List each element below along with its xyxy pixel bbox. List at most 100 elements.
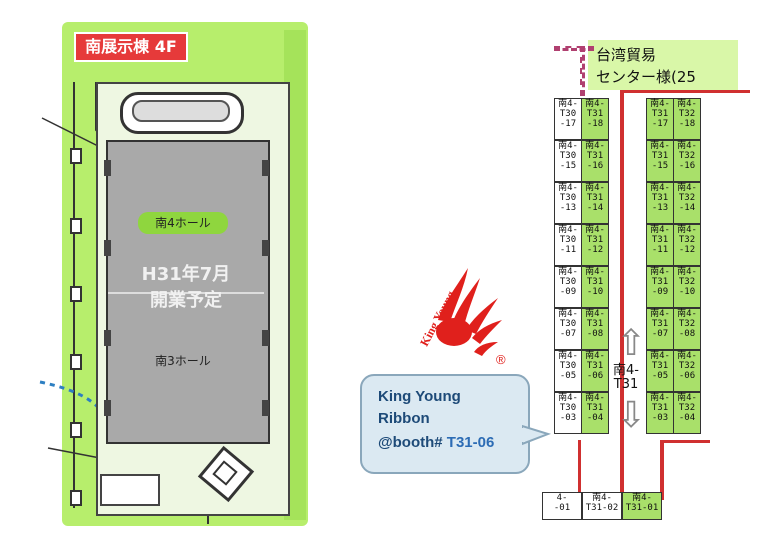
booth-label-line: -05 [651,371,669,381]
lower-room [100,474,160,506]
booth-label-line: 南4- [558,225,578,235]
booth-label-line: 4- [556,493,568,503]
window [70,422,82,438]
booth-label-line: T32 [678,403,696,413]
pillar [262,330,269,346]
booth-cell: 南4-T31-12 [581,224,609,266]
arrow-up-icon: ⇧ [616,323,647,364]
booth-label-line: -12 [678,245,696,255]
booth-label-line: T31 [651,319,669,329]
booth-label-line: 南4- [558,267,578,277]
booth-label-line: T30 [559,277,577,287]
booth-label-line: -11 [651,245,669,255]
booth-label-line: T31 [651,403,669,413]
booth-label-line: T31 [586,319,604,329]
booth-cell: 南4-T31-11 [646,224,674,266]
booth-cell: 南4-T32-04 [673,392,701,434]
booth-label-line: -16 [586,161,604,171]
booth-label-line: 南4- [558,309,578,319]
booth-cell: 南4-T31-09 [646,266,674,308]
booth-cell: 南4-T31-18 [581,98,609,140]
booth-label-line: -15 [559,161,577,171]
booth-label-line: 南4- [585,183,605,193]
booth-label-line: 南4- [585,225,605,235]
title-highlight [588,40,738,90]
booth-cell: 南4-T32-18 [673,98,701,140]
booth-label-line: T31-02 [585,503,619,513]
pillar [262,160,269,176]
pillar [262,400,269,416]
booth-cell: 南4-T31-05 [646,350,674,392]
booth-cell: 南4-T32-06 [673,350,701,392]
booth-label-line: -01 [553,503,571,513]
booth-cell: 南4-T32-12 [673,224,701,266]
booth-label-line: 南4- [677,225,697,235]
booth-label-line: -11 [559,245,577,255]
booth-label-line: T30 [559,193,577,203]
booth-label-line: -08 [678,329,696,339]
booth-label-line: 南4- [650,225,670,235]
booth-label-line: -15 [651,161,669,171]
booth-label-line: 南4- [677,99,697,109]
booth-label-line: T31 [651,361,669,371]
booth-label-line: -03 [651,413,669,423]
booth-cell: 南4-T30-03 [554,392,582,434]
hall-3-label: 南3ホール [155,354,211,368]
booth-cell: 4--01 [542,492,582,520]
booth-label-line: -10 [678,287,696,297]
floor-map: 南展示棟 4F 南4ホール H31年7月 開業予定 南3ホール [0,0,330,554]
booth-cell: 南4-T31-10 [581,266,609,308]
booth-label-line: T30 [559,151,577,161]
booth-label-line: T31 [586,235,604,245]
callout-pointer [522,424,552,446]
booth-label-line: T31 [586,403,604,413]
booth-label-line: -10 [586,287,604,297]
booth-cell: 南4-T31-13 [646,182,674,224]
booth-label-line: T31 [651,151,669,161]
booth-label-line: 南4- [558,393,578,403]
window [70,286,82,302]
booth-cell: 南4-T30-17 [554,98,582,140]
booth-label-line: T31 [586,151,604,161]
booth-label-line: T30 [559,361,577,371]
booth-label-line: T31 [651,193,669,203]
booth-cell: 南4-T31-01 [622,492,662,520]
booth-label-line: 南4- [650,267,670,277]
opening-notice: H31年7月 開業予定 [118,262,254,314]
booth-label-line: 南4- [585,99,605,109]
booth-label-line: 南4- [650,99,670,109]
pillar [104,400,111,416]
booth-label-line: -09 [651,287,669,297]
booth-label-line: 南4- [585,267,605,277]
booth-label-line: -13 [559,203,577,213]
booth-cell: 南4-T31-08 [581,308,609,350]
booth-label-line: 南4- [677,183,697,193]
callout-product: Ribbon [378,410,430,427]
title-line-1: 台湾貿易 [596,46,657,64]
booth-cell: 南4-T30-15 [554,140,582,182]
callout-booth-line: @booth# T31-06 [378,434,494,451]
booth-label-line: -04 [586,413,604,423]
booth-label-line: T32 [678,193,696,203]
booth-cell: 南4-T31-07 [646,308,674,350]
aisle-label-line-1: 南4- [613,363,639,378]
booth-label-line: -06 [678,371,696,381]
booth-label-line: T32 [678,235,696,245]
booth-label-line: T30 [559,235,577,245]
booth-label-line: -07 [651,329,669,339]
booth-label-line: 南4- [585,351,605,361]
booth-label-line: -08 [586,329,604,339]
booth-label-line: T31 [586,277,604,287]
window [70,490,82,506]
aisle-label-line-2: T31 [613,377,639,392]
booth-cell: 南4-T30-13 [554,182,582,224]
booth-label-line: 南4- [592,493,612,503]
booth-label-line: 南4- [558,351,578,361]
booth-label-line: -12 [586,245,604,255]
booth-cell: 南4-T32-16 [673,140,701,182]
booth-label-line: 南4- [585,393,605,403]
dashed-guide [580,46,585,96]
red-border [660,440,710,443]
aisle-label: 南4- T31 [608,364,644,392]
callout-company: King Young [378,388,461,405]
